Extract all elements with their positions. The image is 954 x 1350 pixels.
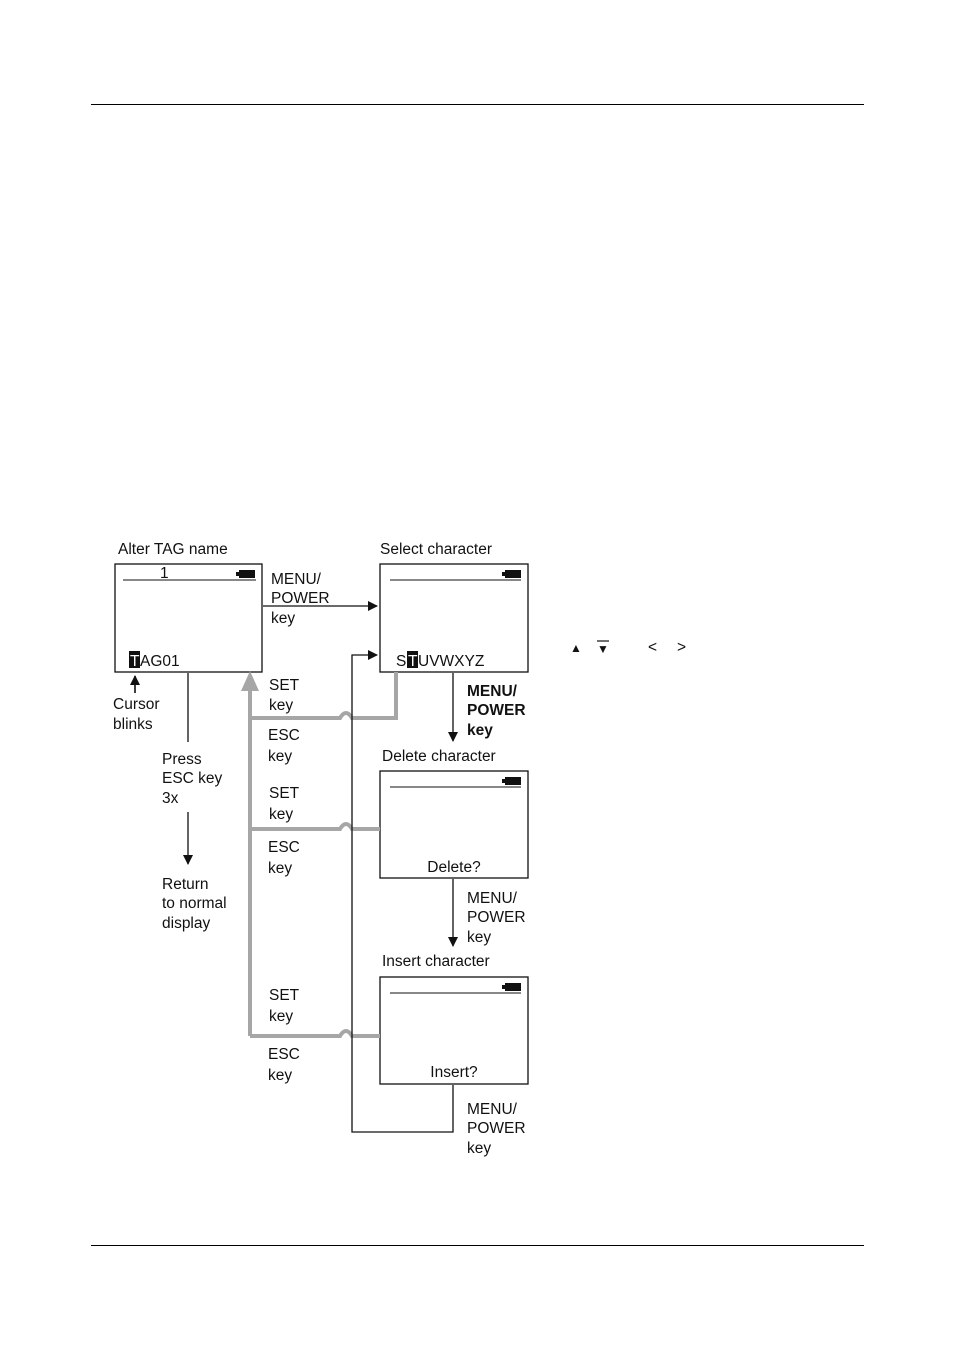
menu-power-key-label-3: MENU/ POWER key	[467, 890, 530, 946]
insert-prompt: Insert?	[430, 1064, 478, 1081]
left-chevron-icon: <	[648, 639, 657, 656]
esc-key-label-3: ESC key	[268, 1046, 304, 1084]
select-character-screen: S T UVWXYZ	[380, 564, 528, 672]
esc-key-label-2: ESC key	[268, 839, 304, 877]
select-chars-after: UVWXYZ	[418, 653, 484, 670]
gray-arrowhead-up	[241, 671, 259, 691]
return-normal-display-label: Return to normal display	[162, 876, 231, 932]
insert-character-title: Insert character	[382, 953, 490, 970]
set-key-label-2: SET key	[269, 785, 303, 823]
menu-power-key-label-1: MENU/ POWER key	[271, 571, 334, 627]
down-arrow-icon: ▼	[597, 642, 609, 656]
delete-character-screen: Delete?	[380, 771, 528, 878]
menu-power-key-label-2: MENU/ POWER key	[467, 683, 530, 739]
set-key-label-3: SET key	[269, 987, 303, 1025]
alter-cursor-char: T	[130, 653, 140, 670]
up-arrow-icon: ▲	[570, 641, 582, 655]
alter-tag-name-screen: 1 T AG01	[115, 564, 262, 672]
menu-power-key-label-4: MENU/ POWER key	[467, 1101, 530, 1157]
cursor-blinks-label: Cursor blinks	[113, 696, 164, 733]
insert-character-screen: Insert?	[380, 977, 528, 1084]
alter-tag-text: AG01	[140, 653, 180, 670]
esc-key-label-1: ESC key	[268, 727, 304, 765]
alter-tag-name-title: Alter TAG name	[118, 541, 228, 558]
key-symbols: ▲ ▼ < >	[570, 639, 686, 656]
delete-character-title: Delete character	[382, 748, 496, 765]
select-cursor-char: T	[408, 653, 418, 670]
delete-prompt: Delete?	[427, 859, 481, 876]
set-key-label-1: SET key	[269, 677, 303, 714]
press-esc-3x-label: Press ESC key 3x	[162, 751, 227, 807]
select-chars-before: S	[396, 653, 406, 670]
alter-top-value: 1	[160, 565, 169, 582]
select-character-title: Select character	[380, 541, 492, 558]
right-chevron-icon: >	[677, 639, 686, 656]
